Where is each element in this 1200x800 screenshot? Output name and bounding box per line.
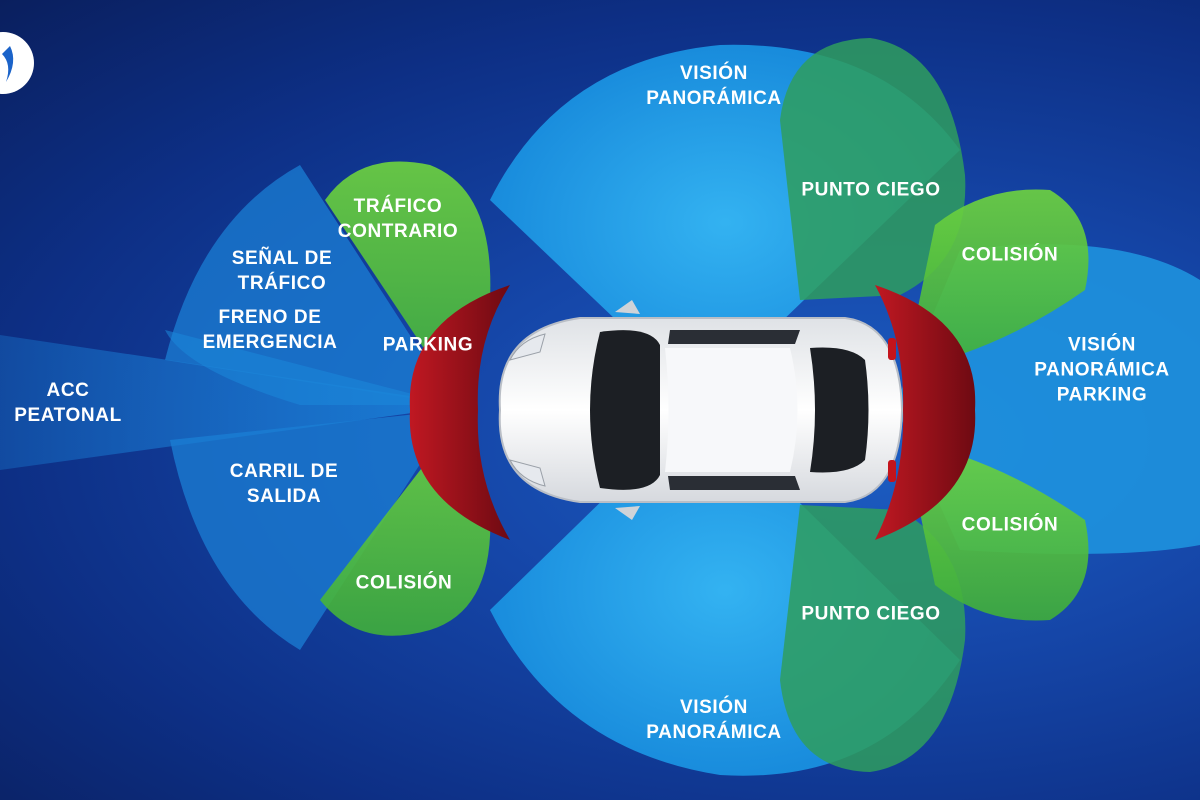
label-punto-ciego-top: PUNTO CIEGO [801,179,941,201]
label-freno-emergencia: FRENO DE EMERGENCIA [202,307,338,353]
label-carril-salida: CARRIL DE SALIDA [229,461,339,507]
label-vision-bottom: VISIÓN PANORÁMICA [646,697,782,743]
car-taillight-bottom [888,460,896,482]
acc-pedestrian-zone [0,335,470,470]
label-acc-peatonal: ACC PEATONAL [14,380,122,426]
car-windshield [590,330,660,490]
car-side-window-bottom [668,476,800,490]
label-punto-ciego-bottom: PUNTO CIEGO [801,603,941,625]
label-colision-rear-bottom: COLISIÓN [961,514,1059,536]
traffic-sign-zone [165,165,455,405]
car-roof [665,348,798,472]
label-trafico-contrario: TRÁFICO CONTRARIO [337,196,459,242]
car-rear-window [810,347,869,473]
blind-spot-bottom-zone [780,505,966,772]
brand-logo [0,32,34,94]
label-senal-trafico: SEÑAL DE TRÁFICO [231,248,333,294]
car-headlight-bottom [509,459,546,487]
car-headlight-top [509,333,546,361]
lane-departure-zone [170,410,455,650]
car-taillight-top [888,338,896,360]
label-colision-rear-top: COLISIÓN [961,244,1059,266]
car-mirror-bottom [615,506,640,520]
label-parking: PARKING [382,334,474,356]
label-vision-top: VISIÓN PANORÁMICA [646,63,782,109]
car-side-window-top [668,330,800,344]
car-mirror-top [615,300,640,314]
emergency-brake-zone [165,330,455,405]
rear-parking-sensor-arc [875,285,976,540]
brand-swoosh-icon [2,46,14,82]
label-vision-parking: VISIÓN PANORÁMICA PARKING [1034,334,1170,406]
car-top-view [498,300,904,520]
front-parking-sensor-arc [409,285,510,540]
rear-collision-top-zone [905,189,1089,370]
label-colision-front: COLISIÓN [355,572,453,594]
blind-spot-top-zone [780,38,966,300]
